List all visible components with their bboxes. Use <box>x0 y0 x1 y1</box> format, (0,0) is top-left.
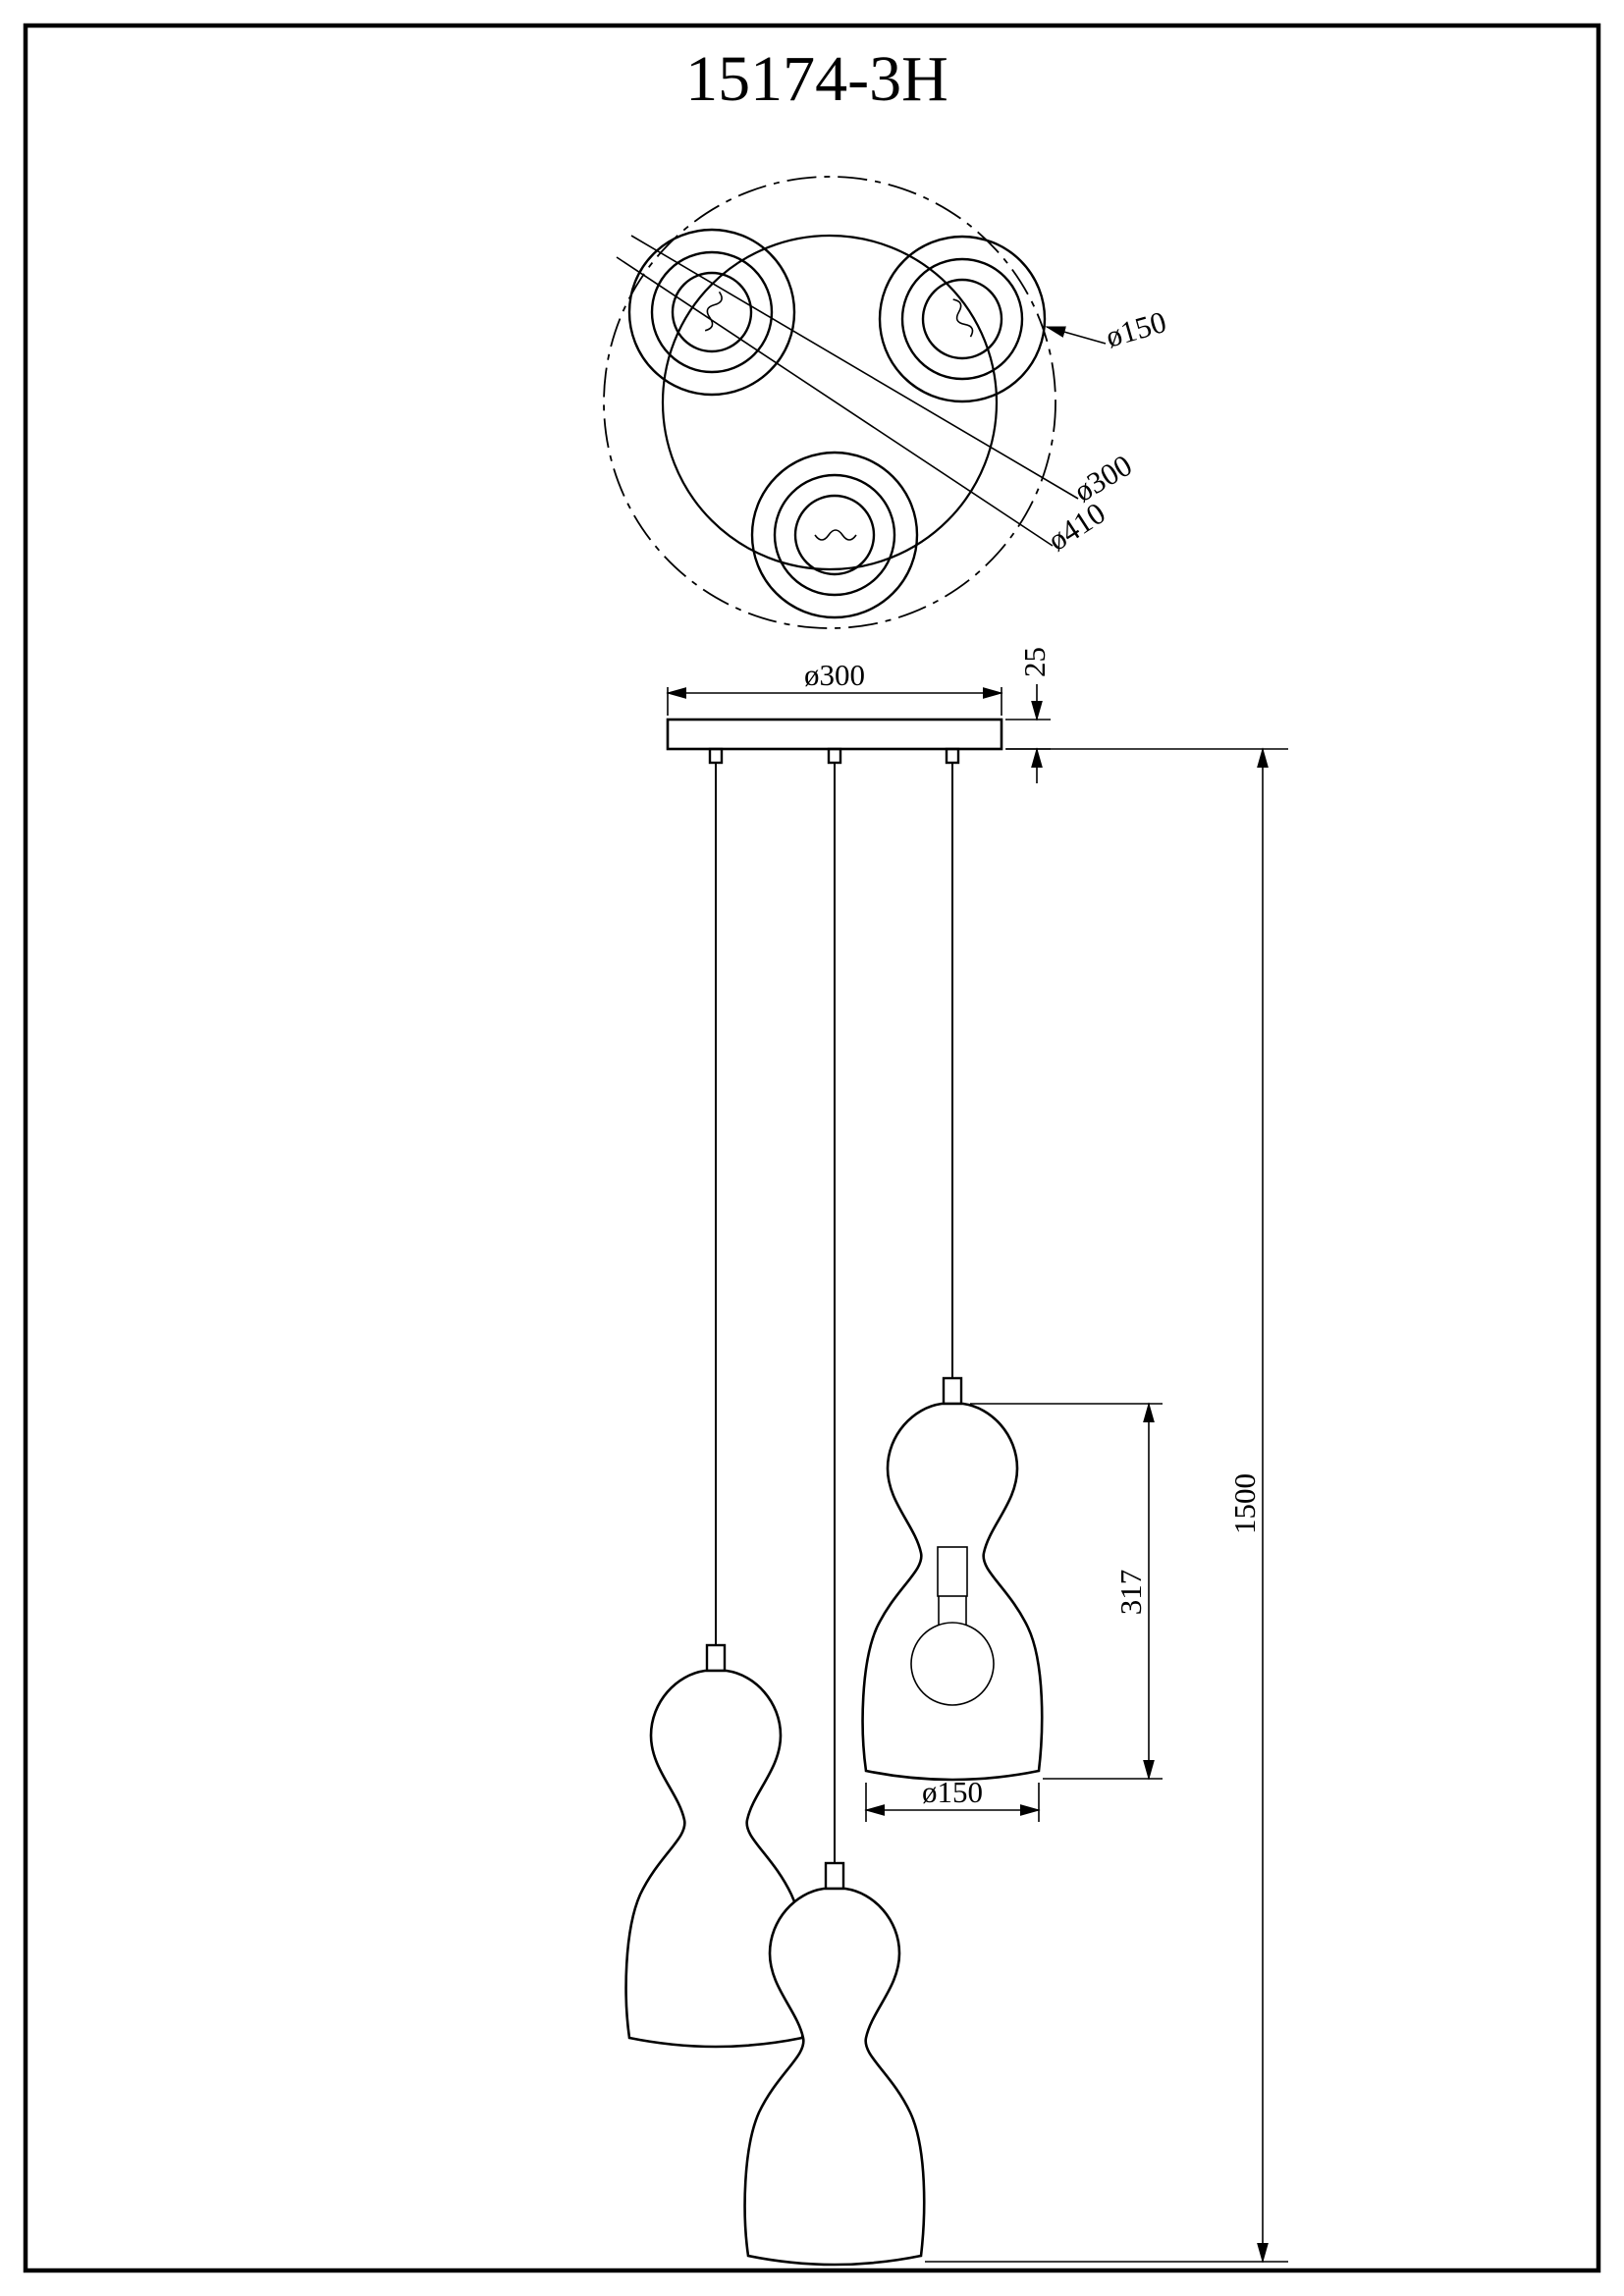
bulb-inside-right-shade <box>910 1546 995 1706</box>
socket-middle <box>824 1861 845 1891</box>
leader-dia300 <box>630 235 1079 500</box>
socket-right <box>942 1376 963 1406</box>
dim-label-plate-diameter: ø300 <box>804 658 865 692</box>
dim-label-total-height: 1500 <box>1227 1473 1262 1534</box>
outer-circle-410 <box>603 176 1056 629</box>
lamp-holder-top-right <box>878 235 1047 403</box>
dim-label-outer-circle: ø410 <box>1042 496 1111 558</box>
pendant-shade-right <box>861 1376 1044 1782</box>
dim-shade-diameter: ø150 <box>864 1775 1041 1822</box>
cord-grip-right <box>945 747 960 765</box>
cord-grip-left <box>708 747 724 765</box>
lamp-holder-bottom <box>750 451 919 619</box>
leader-dia150 <box>1045 326 1107 345</box>
dim-label-inner-circle: ø300 <box>1068 448 1138 508</box>
filament-symbol <box>704 291 723 332</box>
lamp-holder-top-left <box>627 228 796 397</box>
dim-plate-diameter: ø300 <box>666 658 1003 716</box>
front-view: ø300 25 317 ø150 1500 <box>624 647 1288 2267</box>
dim-plate-thickness: 25 <box>1005 647 1052 783</box>
sheet-border <box>23 23 1601 2273</box>
ceiling-plate <box>666 718 1003 751</box>
canopy-circle-300 <box>661 234 999 571</box>
top-view: ø150 ø300 ø410 <box>603 176 1170 629</box>
pendant-shade-middle <box>743 1861 926 2267</box>
leader-lines <box>616 235 1107 547</box>
filament-symbol <box>952 298 974 338</box>
pendant-shade-left <box>624 1643 807 2049</box>
dim-label-shade-diameter: ø150 <box>922 1775 983 1809</box>
dim-total-height: 1500 <box>925 747 1288 2264</box>
drawing-title: 15174-3H <box>685 43 948 115</box>
socket-left <box>705 1643 727 1673</box>
leader-dia410 <box>616 256 1054 547</box>
dim-label-holder-diameter: ø150 <box>1102 304 1169 354</box>
dim-label-plate-thickness: 25 <box>1017 647 1052 677</box>
dim-label-shade-height: 317 <box>1113 1570 1148 1616</box>
cord-grip-middle <box>827 747 842 765</box>
filament-symbol <box>814 529 857 541</box>
dim-shade-height: 317 <box>970 1402 1163 1781</box>
